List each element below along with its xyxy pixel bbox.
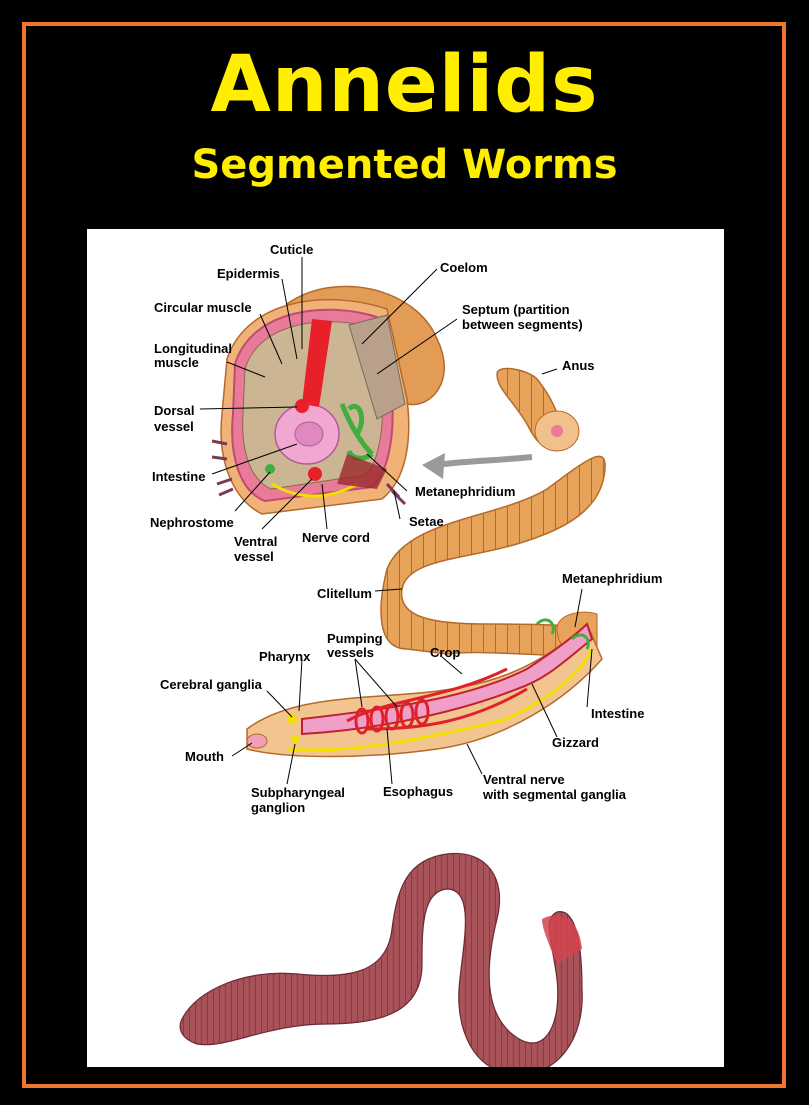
label-longitudinal-muscle-2: muscle <box>154 355 199 370</box>
label-metanephridium-body: Metanephridium <box>562 571 662 586</box>
label-dorsal-vessel-2: vessel <box>154 419 194 434</box>
label-septum-1: Septum (partition <box>462 302 570 317</box>
label-pharynx: Pharynx <box>259 649 311 664</box>
label-cerebral-ganglia: Cerebral ganglia <box>160 677 263 692</box>
label-ventral-vessel-1: Ventral <box>234 534 277 549</box>
whole-earthworm <box>246 367 606 758</box>
label-pumping-1: Pumping <box>327 631 383 646</box>
label-septum-2: between segments) <box>462 317 583 332</box>
label-nerve-cord: Nerve cord <box>302 530 370 545</box>
label-cuticle: Cuticle <box>270 242 313 257</box>
label-setae: Setae <box>409 514 444 529</box>
orange-border-frame <box>22 22 786 1088</box>
label-intestine-cross: Intestine <box>152 469 205 484</box>
subpharyngeal-ganglion <box>291 735 299 743</box>
arrow-head <box>422 453 445 479</box>
label-ventral-nerve-1: Ventral nerve <box>483 772 565 787</box>
photo-worm-clitellum <box>542 915 582 964</box>
setae-left <box>211 439 234 497</box>
blood-vessels <box>346 667 528 731</box>
digestive-tract <box>301 622 594 736</box>
label-mouth: Mouth <box>185 749 224 764</box>
page-subtitle: Segmented Worms <box>191 142 618 188</box>
label-epidermis: Epidermis <box>217 266 280 281</box>
label-subpharyngeal-1: Subpharyngeal <box>251 785 345 800</box>
label-metanephridium-cross: Metanephridium <box>415 484 515 499</box>
label-subpharyngeal-2: ganglion <box>251 800 305 815</box>
septum <box>348 314 406 420</box>
earthworm-anatomy-diagram: Cuticle Epidermis Circular muscle Longit… <box>150 242 662 1067</box>
ventral-nerve-cord <box>286 648 594 752</box>
label-clitellum: Clitellum <box>317 586 372 601</box>
pumping-vessels <box>354 698 430 735</box>
earthworm-photo <box>179 852 583 1067</box>
label-crop: Crop <box>430 645 460 660</box>
nerve-cord <box>271 482 358 498</box>
dorsal-vessel <box>302 319 332 407</box>
mouth-opening <box>246 733 268 749</box>
label-intestine-body: Intestine <box>591 706 644 721</box>
label-nephrostome: Nephrostome <box>150 515 234 530</box>
label-coelom: Coelom <box>440 260 488 275</box>
metanephridia-body <box>535 618 590 650</box>
label-circular-muscle: Circular muscle <box>154 300 252 315</box>
label-esophagus: Esophagus <box>383 784 453 799</box>
page-title: Annelids <box>210 40 599 130</box>
label-ventral-vessel-2: vessel <box>234 549 274 564</box>
diagram-labels: Cuticle Epidermis Circular muscle Longit… <box>150 242 662 815</box>
label-longitudinal-muscle-1: Longitudinal <box>154 341 232 356</box>
label-pumping-2: vessels <box>327 645 374 660</box>
cross-section <box>211 285 445 515</box>
label-anus: Anus <box>562 358 595 373</box>
diagram-panel: Cuticle Epidermis Circular muscle Longit… <box>87 229 724 1067</box>
worm-mid-body <box>380 455 606 657</box>
ventral-vessel <box>308 467 322 481</box>
annotation-lines <box>199 257 593 785</box>
cerebral-ganglia <box>287 714 297 724</box>
label-ventral-nerve-2: with segmental ganglia <box>482 787 627 802</box>
label-gizzard: Gizzard <box>552 735 599 750</box>
label-dorsal-vessel-1: Dorsal <box>154 403 194 418</box>
arrow-shape <box>436 454 533 468</box>
nephrostome <box>265 464 275 474</box>
